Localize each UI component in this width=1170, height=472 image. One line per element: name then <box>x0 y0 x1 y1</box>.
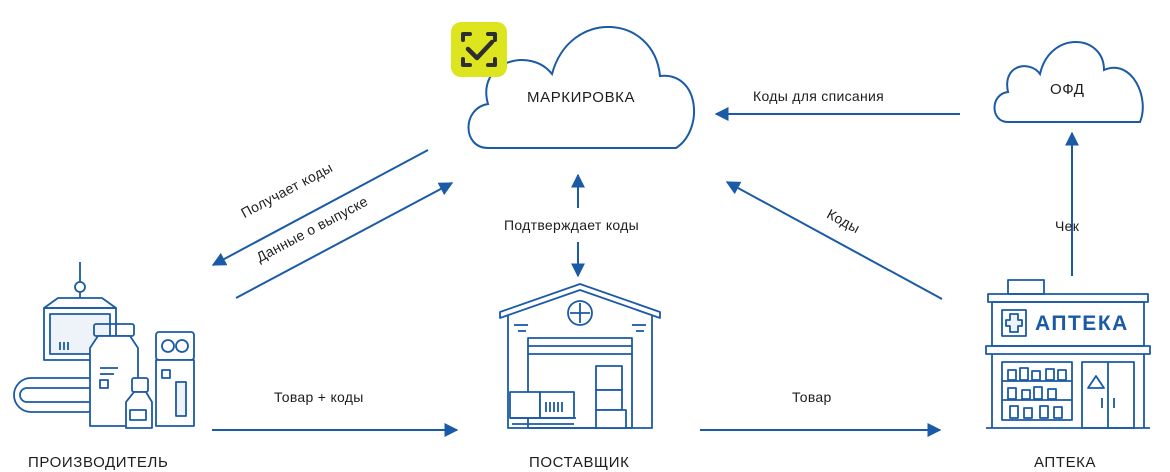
pharmacy-node-label: АПТЕКА <box>1034 454 1097 471</box>
edge-confirms-codes-label: Подтверждает коды <box>504 217 640 233</box>
warehouse-icon <box>499 283 661 429</box>
pharmacy-icon <box>985 279 1151 429</box>
edge-release-data-arrow <box>235 182 454 299</box>
edge-goods-label: Товар <box>792 389 832 405</box>
edge-codes-arrow <box>725 181 943 300</box>
factory-icon <box>13 262 195 429</box>
edge-receives-codes-arrow <box>211 149 429 266</box>
edge-goods-codes-label: Товар + коды <box>274 389 364 405</box>
edge-writeoff-codes-label: Коды для списания <box>753 88 884 104</box>
ofd-node-label: ОФД <box>1050 81 1085 98</box>
pharmacy-sign-label: АПТЕКА <box>1035 312 1129 335</box>
supplier-node-label: ПОСТАВЩИК <box>529 454 630 471</box>
check-scan-icon <box>451 22 507 77</box>
marking-cloud-icon <box>467 26 696 149</box>
marking-node-label: МАРКИРОВКА <box>527 89 636 106</box>
producer-node-label: ПРОИЗВОДИТЕЛЬ <box>28 454 169 471</box>
ofd-cloud-icon <box>993 41 1144 123</box>
edge-receipt-label: Чек <box>1055 218 1080 234</box>
